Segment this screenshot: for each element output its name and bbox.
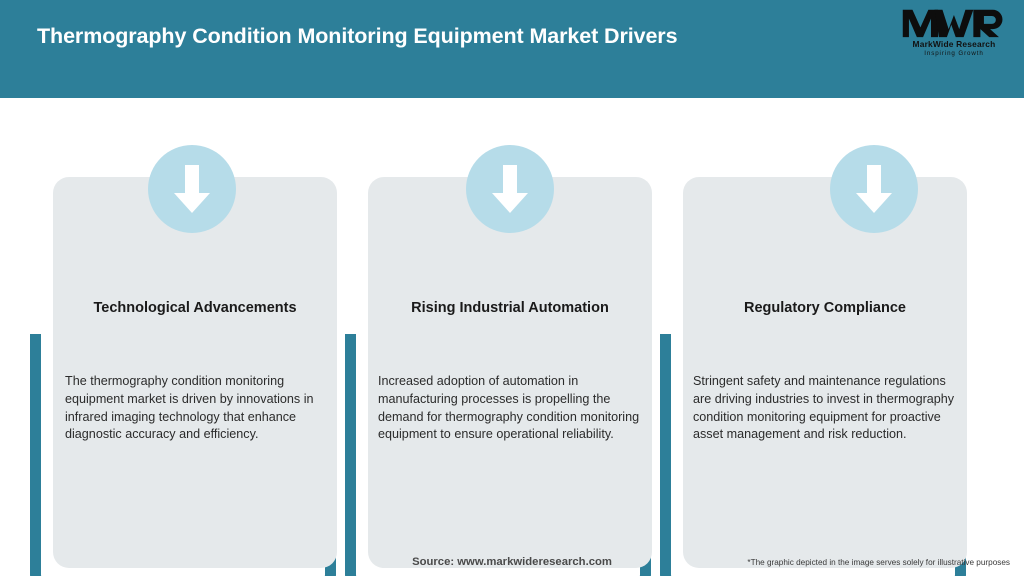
card-title: Regulatory Compliance [744, 300, 906, 316]
driver-card-2[interactable]: Rising Industrial Automation Increased a… [345, 145, 652, 576]
arrow-down-icon [148, 145, 236, 233]
arrow-down-glyph [856, 165, 892, 213]
card-body-text: The thermography condition monitoring eq… [65, 374, 314, 442]
page-title: Thermography Condition Monitoring Equipm… [37, 24, 678, 48]
arrow-down-icon [466, 145, 554, 233]
header-bar: Thermography Condition Monitoring Equipm… [0, 0, 1024, 98]
driver-cards-container: Technological Advancements The thermogra… [0, 98, 1024, 576]
logo-company-name: MarkWide Research [912, 39, 996, 49]
brand-logo: MarkWide Research Inspiring Growth [902, 8, 1006, 62]
card-panel [368, 177, 652, 568]
mwr-logo-icon [902, 9, 1003, 38]
arrow-down-glyph [492, 165, 528, 213]
logo-tagline: Inspiring Growth [924, 50, 984, 57]
source-label: Source: www.markwideresearch.com [412, 556, 612, 568]
driver-card-1[interactable]: Technological Advancements The thermogra… [30, 145, 337, 576]
arrow-down-glyph [174, 165, 210, 213]
card-panel [53, 177, 337, 568]
card-title: Technological Advancements [93, 300, 297, 316]
arrow-down-icon [830, 145, 918, 233]
disclaimer-text: *The graphic depicted in the image serve… [747, 558, 1010, 567]
card-title: Rising Industrial Automation [411, 300, 609, 316]
driver-card-3[interactable]: Regulatory Compliance Stringent safety a… [660, 145, 967, 576]
card-panel [683, 177, 967, 568]
card-body-text: Increased adoption of automation in manu… [378, 374, 640, 442]
card-body-text: Stringent safety and maintenance regulat… [693, 374, 955, 442]
